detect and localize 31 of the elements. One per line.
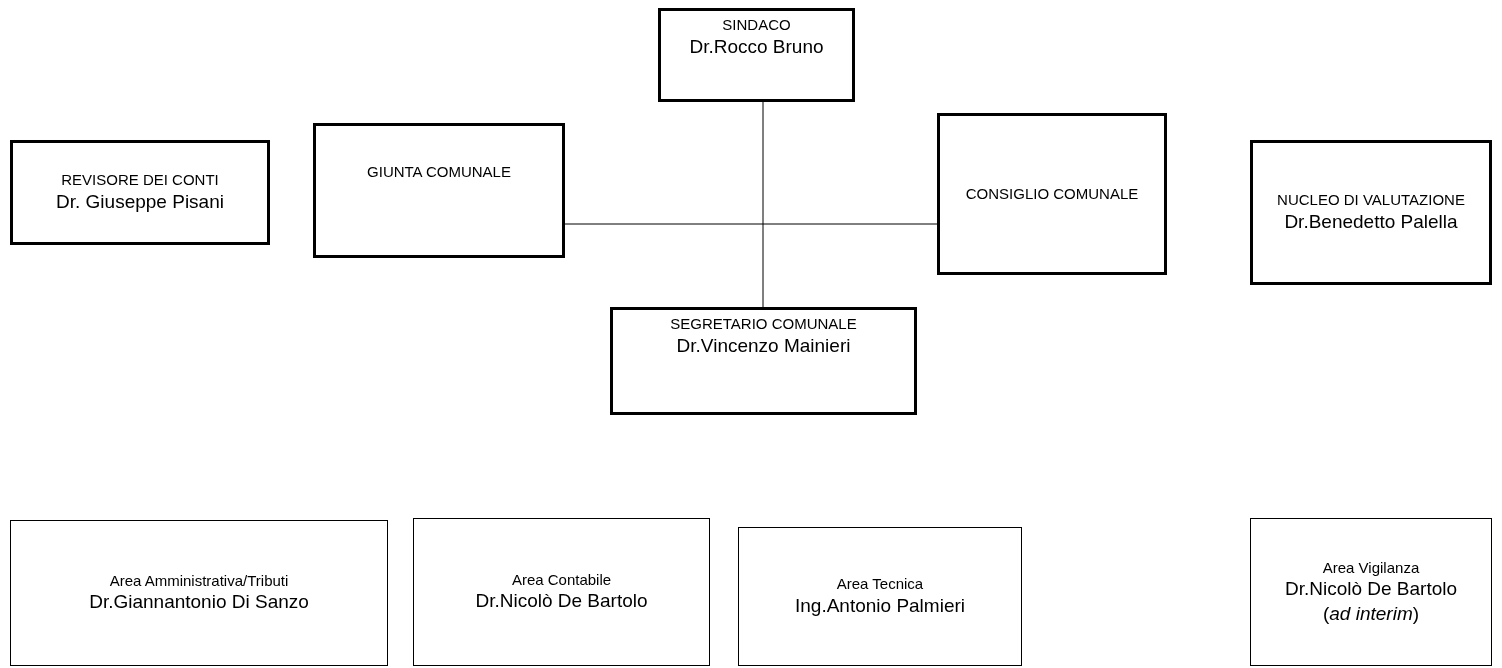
org-box	[413, 518, 710, 666]
org-box	[738, 527, 1022, 666]
connector-line	[564, 223, 938, 225]
person-name: Ing.Antonio Palmieri	[794, 593, 965, 618]
box-heading: Area Tecnica	[836, 574, 924, 594]
person-name: Dr.Giannantonio Di Sanzo	[89, 590, 309, 615]
box-heading: Area Amministrativa/Tributi	[109, 570, 289, 591]
box-heading: GIUNTA COMUNALE	[367, 162, 511, 182]
box-heading: CONSIGLIO COMUNALE	[965, 184, 1139, 204]
box-heading: REVISORE DEI CONTI	[61, 170, 219, 190]
box-heading: Area Contabile	[511, 569, 612, 590]
person-name: Dr. Giuseppe Pisani	[56, 189, 224, 214]
org-box	[10, 140, 270, 245]
person-name: Dr.Benedetto Palella	[1284, 209, 1458, 234]
person-name: Dr.Nicolò De Bartolo	[475, 589, 648, 614]
person-name: Dr.Nicolò De Bartolo	[1284, 577, 1458, 602]
person-name: Dr.Rocco Bruno	[689, 34, 824, 59]
person-name: (ad interim)	[1322, 601, 1420, 626]
org-box	[10, 520, 388, 666]
org-box	[658, 8, 855, 102]
org-box	[1250, 518, 1492, 666]
box-heading: SEGRETARIO COMUNALE	[670, 314, 857, 334]
org-box	[610, 307, 917, 415]
connector-line	[762, 101, 764, 308]
box-heading: Area Vigilanza	[1322, 557, 1420, 578]
box-heading: SINDACO	[722, 15, 791, 35]
org-box	[313, 123, 565, 258]
org-box	[1250, 140, 1492, 285]
box-heading: NUCLEO DI VALUTAZIONE	[1277, 190, 1465, 210]
org-box	[937, 113, 1167, 275]
person-name: Dr.Vincenzo Mainieri	[676, 333, 851, 358]
